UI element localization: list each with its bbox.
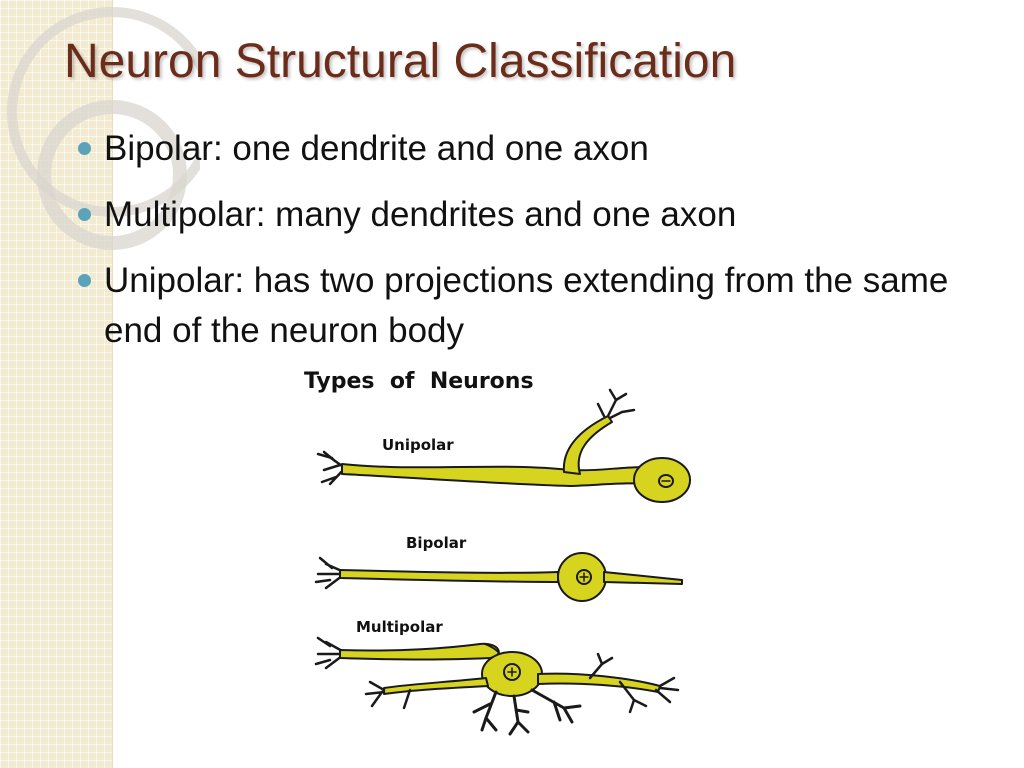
unipolar-neuron xyxy=(316,388,691,503)
bullet-text: Unipolar: has two projections extending … xyxy=(104,261,949,350)
bullet-dot-icon xyxy=(78,142,91,155)
bullet-text: Bipolar: one dendrite and one axon xyxy=(104,129,649,168)
label-multipolar: Multipolar xyxy=(356,618,443,636)
page-title: Neuron Structural Classification xyxy=(64,35,737,88)
neuron-diagram: Types of Neurons Unipolar Bipolar xyxy=(304,369,691,736)
bullet-dot-icon xyxy=(78,208,91,221)
figure-heading: Types of Neurons xyxy=(304,369,534,394)
bullet-list: Bipolar: one dendrite and one axon Multi… xyxy=(76,124,976,372)
bullet-dot-icon xyxy=(78,274,91,287)
bullet-item-multipolar: Multipolar: many dendrites and one axon xyxy=(76,190,976,240)
decorative-rings-icon xyxy=(7,7,200,250)
label-bipolar: Bipolar xyxy=(406,534,467,552)
neuron-types-figure: Types of Neurons Unipolar Bipolar xyxy=(300,360,720,760)
bullet-item-unipolar: Unipolar: has two projections extending … xyxy=(76,256,976,356)
multipolar-neuron xyxy=(314,636,680,736)
bullet-item-bipolar: Bipolar: one dendrite and one axon xyxy=(76,124,976,174)
bullet-text: Multipolar: many dendrites and one axon xyxy=(104,195,737,234)
bipolar-neuron xyxy=(314,552,683,602)
label-unipolar: Unipolar xyxy=(382,436,454,454)
